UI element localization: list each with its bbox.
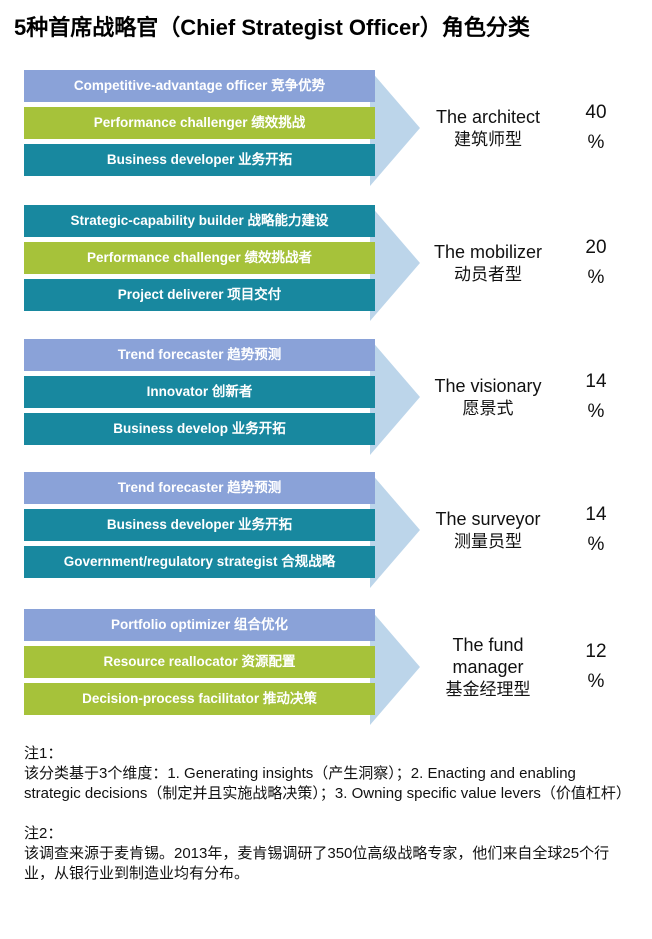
attribute-bar: Portfolio optimizer 组合优化 — [24, 609, 375, 641]
footnotes: 注1： 该分类基于3个维度：1. Generating insights（产生洞… — [24, 744, 631, 884]
percent-value: 14 — [585, 503, 607, 525]
role-name-cn: 愿景式 — [462, 398, 514, 418]
attribute-bar: Business develop 业务开拓 — [24, 413, 375, 445]
role-name-en: The surveyor — [435, 509, 541, 530]
note1-text: 该分类基于3个维度：1. Generating insights（产生洞察）；2… — [24, 765, 631, 802]
role-group-visionary: Trend forecaster 趋势预测 Innovator 创新者 Busi… — [0, 339, 652, 455]
role-name-cn: 基金经理型 — [445, 679, 531, 699]
percent-value: 20 — [585, 236, 607, 258]
arrow-shape — [370, 609, 420, 725]
attribute-bar: Business developer 业务开拓 — [24, 509, 375, 541]
attribute-bar: Government/regulatory strategist 合规战略 — [24, 546, 375, 578]
attribute-bar: Decision-process facilitator 推动决策 — [24, 683, 375, 715]
arrow-shape — [370, 472, 420, 588]
attribute-bar: Trend forecaster 趋势预测 — [24, 472, 375, 504]
percent-value: 40 — [585, 101, 607, 123]
role-label: The architect 建筑师型 — [418, 70, 558, 186]
note2-title: 注2： — [24, 825, 63, 842]
role-name-en: The visionary — [434, 376, 542, 397]
percent-sign: % — [587, 671, 605, 692]
attribute-bar: Project deliverer 项目交付 — [24, 279, 375, 311]
note2-text: 该调查来源于麦肯锡。2013年，麦肯锡调研了350位高级战略专家，他们来自全球2… — [24, 845, 610, 882]
role-percentage: 14 % — [578, 472, 614, 588]
role-name-cn: 测量员型 — [454, 531, 522, 551]
attribute-bar: Strategic-capability builder 战略能力建设 — [24, 205, 375, 237]
role-name-en: The fund manager — [452, 634, 524, 678]
arrow-shape — [370, 339, 420, 455]
percent-sign: % — [587, 401, 605, 422]
page-title: 5种首席战略官（Chief Strategist Officer）角色分类 — [14, 15, 530, 40]
role-percentage: 40 % — [578, 70, 614, 186]
role-label: The visionary 愿景式 — [418, 339, 558, 455]
role-label: The fund manager 基金经理型 — [418, 609, 558, 725]
role-percentage: 14 % — [578, 339, 614, 455]
attribute-bar: Innovator 创新者 — [24, 376, 375, 408]
attribute-bar: Performance challenger 绩效挑战者 — [24, 242, 375, 274]
attribute-bar: Performance challenger 绩效挑战 — [24, 107, 375, 139]
attribute-bar: Competitive-advantage officer 竞争优势 — [24, 70, 375, 102]
role-name-cn: 建筑师型 — [454, 129, 522, 149]
arrow-shape — [370, 70, 420, 186]
role-percentage: 12 % — [578, 609, 614, 725]
attribute-bar: Trend forecaster 趋势预测 — [24, 339, 375, 371]
percent-sign: % — [587, 267, 605, 288]
role-group-architect: Competitive-advantage officer 竞争优势 Perfo… — [0, 70, 652, 186]
percent-sign: % — [587, 534, 605, 555]
percent-sign: % — [587, 132, 605, 153]
role-name-en: The mobilizer — [433, 242, 543, 263]
role-label: The mobilizer 动员者型 — [418, 205, 558, 321]
role-label: The surveyor 测量员型 — [418, 472, 558, 588]
role-group-mobilizer: Strategic-capability builder 战略能力建设 Perf… — [0, 205, 652, 321]
role-group-surveyor: Trend forecaster 趋势预测 Business developer… — [0, 472, 652, 588]
role-name-cn: 动员者型 — [454, 264, 522, 284]
role-percentage: 20 % — [578, 205, 614, 321]
percent-value: 14 — [585, 370, 607, 392]
attribute-bar: Resource reallocator 资源配置 — [24, 646, 375, 678]
arrow-shape — [370, 205, 420, 321]
role-group-fund-manager: Portfolio optimizer 组合优化 Resource reallo… — [0, 609, 652, 725]
percent-value: 12 — [585, 640, 607, 662]
role-name-en: The architect — [435, 107, 541, 128]
note1-title: 注1： — [24, 745, 63, 762]
attribute-bar: Business developer 业务开拓 — [24, 144, 375, 176]
